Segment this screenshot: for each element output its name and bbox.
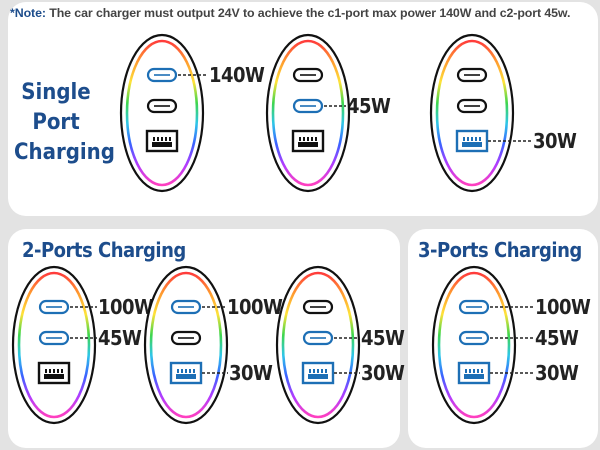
three-ports-heading: 3-Ports Charging xyxy=(418,238,582,262)
power-label: 100W xyxy=(535,295,591,319)
power-label: 30W xyxy=(533,129,577,153)
power-label: 30W xyxy=(535,361,579,385)
power-label: 45W xyxy=(535,326,579,350)
power-label: 45W xyxy=(98,326,142,350)
note-body: The car charger must output 24V to achie… xyxy=(45,6,571,20)
power-label: 45W xyxy=(361,326,405,350)
single-port-heading-line2: Charging xyxy=(14,140,115,165)
power-label: 100W xyxy=(227,295,283,319)
power-label: 30W xyxy=(229,361,273,385)
single-port-heading: Single Port Charging xyxy=(14,78,115,168)
single-port-heading-line1: Single Port xyxy=(21,80,91,135)
power-label: 100W xyxy=(98,295,154,319)
two-ports-heading: 2-Ports Charging xyxy=(22,238,186,262)
note-lead: *Note: xyxy=(10,6,46,20)
power-label: 45W xyxy=(347,94,391,118)
power-label: 140W xyxy=(209,63,265,87)
note-text: *Note: The car charger must output 24V t… xyxy=(10,6,600,20)
power-label: 30W xyxy=(361,361,405,385)
